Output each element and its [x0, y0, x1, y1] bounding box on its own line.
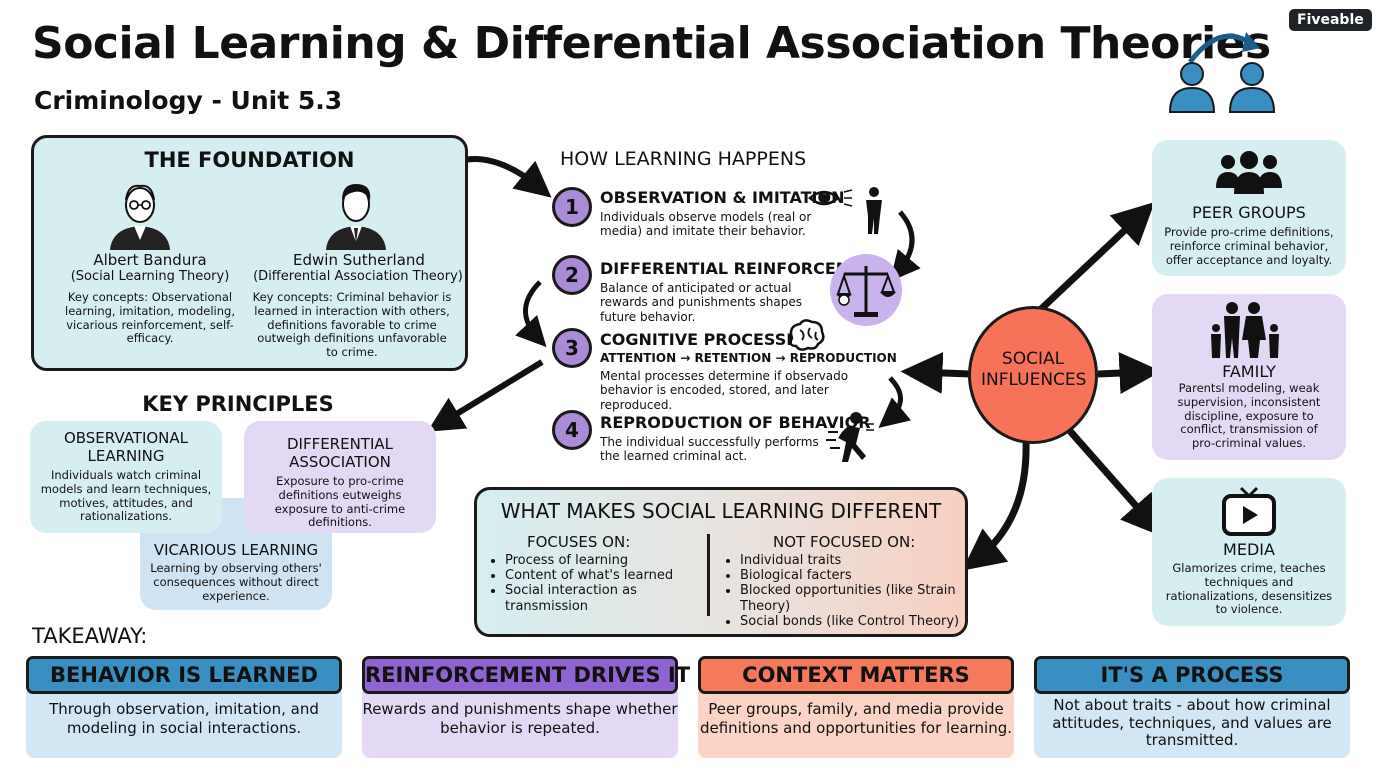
peer-groups-desc: Provide pro-crime definitions, reinforce…	[1164, 225, 1334, 267]
principles-heading: KEY PRINCIPLES	[142, 392, 334, 416]
page-subtitle: Criminology - Unit 5.3	[34, 86, 343, 115]
peer-groups-title: PEER GROUPS	[1192, 203, 1306, 222]
family-card: FAMILY Parentsl modeling, weak supervisi…	[1152, 294, 1346, 460]
step-title: DIFFERENTIAL REINFORCEMENT	[600, 259, 887, 278]
bandura-portrait-icon	[110, 184, 170, 250]
foundation-heading: THE FOUNDATION	[144, 148, 355, 172]
step-number: 1	[552, 187, 592, 227]
observer-eye-icon	[808, 187, 882, 234]
family-icon	[1211, 302, 1279, 358]
family-title: FAMILY	[1222, 362, 1276, 381]
page-title: Social Learning & Differential Associati…	[32, 18, 1271, 69]
principle-differential-card: DIFFERENTIAL ASSOCIATION Exposure to pro…	[244, 421, 436, 533]
family-desc: Parentsl modeling, weak supervision, inc…	[1177, 381, 1321, 451]
sutherland-portrait-icon	[326, 184, 386, 250]
brain-icon	[789, 319, 825, 351]
focus-list: Process of learning Content of what's le…	[489, 553, 710, 614]
takeaway-title: IT'S A PROCESS	[1034, 656, 1350, 694]
different-panel: WHAT MAKES SOCIAL LEARNING DIFFERENT FOC…	[474, 487, 968, 637]
brand-logo: Fiveable	[1289, 9, 1372, 31]
not-focus-item: Individual traits	[740, 553, 965, 568]
learning-heading: HOW LEARNING HAPPENS	[560, 148, 807, 170]
not-focus-heading: NOT FOCUSED ON:	[773, 533, 916, 551]
step-desc: Mental processes determine if observado …	[600, 369, 849, 412]
foundation-panel: THE FOUNDATION Albert Bandura (Social Le…	[31, 135, 468, 371]
principle-observational-desc: Individuals watch criminal models and le…	[40, 468, 212, 524]
principle-vicarious-title: VICARIOUS LEARNING	[153, 541, 319, 559]
focus-item: Social interaction as transmission	[505, 583, 710, 613]
focus-heading: FOCUSES ON:	[527, 533, 631, 551]
principle-observational-title: OBSERVATIONAL LEARNING	[63, 429, 189, 465]
principle-differential-desc: Exposure to pro-crime definitions eutwei…	[274, 474, 406, 530]
principle-vicarious-desc: Learning by observing others' consequenc…	[150, 561, 322, 603]
people-exchange-icon	[1168, 32, 1276, 113]
different-heading: WHAT MAKES SOCIAL LEARNING DIFFERENT	[500, 499, 942, 523]
focus-item: Process of learning	[505, 553, 710, 568]
not-focus-item: Blocked opportunities (like Strain Theor…	[740, 583, 965, 613]
hub-label: SOCIAL INFLUENCES	[981, 349, 1087, 391]
not-focus-list: Individual traits Biological facters Blo…	[724, 553, 965, 629]
peer-groups-card: PEER GROUPS Provide pro-crime definition…	[1152, 140, 1346, 276]
takeaway-desc: Through observation, imitation, and mode…	[26, 692, 342, 758]
takeaway-title: REINFORCEMENT DRIVES IT	[362, 656, 690, 694]
scales-icon	[830, 254, 902, 326]
divider	[707, 534, 710, 616]
step-title: REPRODUCTION OF BEHAVIOR	[600, 413, 871, 432]
focus-item: Content of what's learned	[505, 568, 710, 583]
sutherland-concepts: Key concepts: Criminal behavior is learn…	[252, 290, 452, 360]
takeaway-label: TAKEAWAY:	[32, 624, 148, 648]
step-subtitle: ATTENTION → RETENTION → REPRODUCTION	[600, 351, 897, 365]
takeaway-desc: Rewards and punishments shape whether be…	[362, 692, 678, 758]
not-focus-item: Biological facters	[740, 568, 965, 583]
sutherland-theory: (Differential Association Theory)	[253, 269, 463, 284]
step-number: 4	[552, 410, 592, 450]
media-card: MEDIA Glamorizes crime, teaches techniqu…	[1152, 478, 1346, 626]
step-title: OBSERVATION & IMITATION	[600, 188, 845, 207]
takeaway-title: CONTEXT MATTERS	[698, 656, 1014, 694]
step-desc: The individual successfully performs the…	[600, 435, 819, 464]
takeaway-title: BEHAVIOR IS LEARNED	[26, 656, 342, 694]
step-number: 2	[552, 255, 592, 295]
group-icon	[1216, 151, 1282, 194]
step-title: COGNITIVE PROCESSING	[600, 330, 819, 349]
bandura-name: Albert Bandura	[93, 251, 207, 269]
principle-differential-title: DIFFERENTIAL ASSOCIATION	[286, 435, 394, 471]
takeaway-desc: Not about traits - about how criminal at…	[1034, 692, 1350, 758]
bandura-theory: (Social Learning Theory)	[70, 269, 230, 284]
sutherland-name: Edwin Sutherland	[293, 251, 425, 269]
takeaway-desc: Peer groups, family, and media provide d…	[698, 692, 1014, 758]
step-desc: Balance of anticipated or actual rewards…	[600, 281, 802, 324]
tv-icon	[1222, 486, 1276, 536]
step-number: 3	[552, 328, 592, 368]
not-focus-item: Social bonds (like Control Theory)	[740, 614, 965, 629]
social-influences-hub: SOCIAL INFLUENCES	[968, 306, 1098, 444]
principle-observational-card: OBSERVATIONAL LEARNING Individuals watch…	[30, 421, 222, 533]
running-person-icon	[826, 412, 874, 462]
bandura-concepts: Key concepts: Observational learning, im…	[65, 290, 235, 346]
media-desc: Glamorizes crime, teaches techniques and…	[1165, 561, 1333, 617]
media-title: MEDIA	[1223, 540, 1275, 559]
step-desc: Individuals observe models (real or medi…	[600, 210, 812, 239]
